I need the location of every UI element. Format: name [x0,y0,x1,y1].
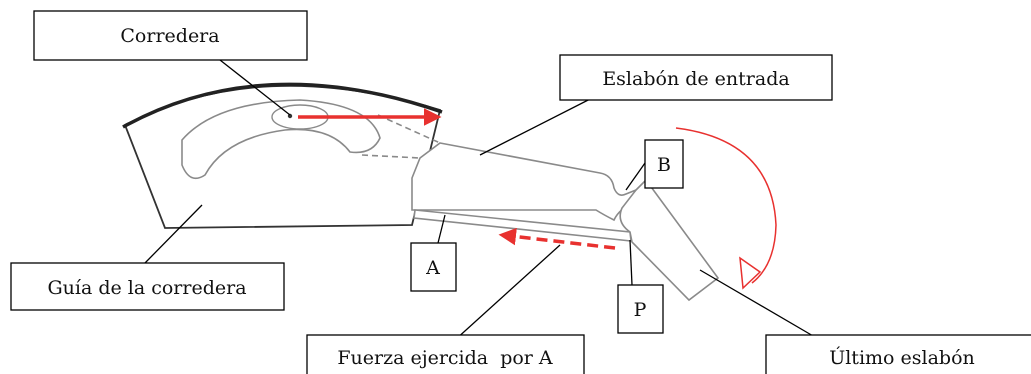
rotation-arrowhead [739,256,762,290]
leader-corredera [219,59,291,116]
label-b: B [644,139,684,189]
label-guia: Guía de la corredera [10,262,285,311]
leader-a [437,214,446,244]
hidden-line-top [377,114,441,144]
leader-eslabon [479,93,601,156]
label-corredera-text: Corredera [120,25,219,47]
label-ultimo: Último eslabón [765,334,1031,374]
label-fuerza: Fuerza ejercida por A [306,334,585,374]
label-a: A [410,242,457,292]
leader-p [629,239,633,286]
label-fuerza-text: Fuerza ejercida por A [337,347,553,369]
label-p-text: P [634,299,647,321]
slider-guide-rim [122,82,443,129]
leader-b [625,162,646,191]
label-a-text: A [425,257,440,279]
leader-fuerza [454,244,561,341]
label-p: P [617,284,664,334]
guide-slot [181,99,381,180]
label-eslabon-entrada-text: Eslabón de entrada [602,68,789,90]
leader-guia [144,204,203,264]
label-guia-text: Guía de la corredera [47,277,246,299]
input-link [411,142,642,222]
label-corredera: Corredera [33,10,308,61]
rotation-arrow [675,127,777,284]
label-eslabon-entrada: Eslabón de entrada [559,54,833,101]
force-arrow [498,227,616,250]
leader-ultimo [699,269,821,341]
label-b-text: B [657,154,671,176]
label-ultimo-text: Último eslabón [829,346,975,369]
last-link [619,178,720,302]
